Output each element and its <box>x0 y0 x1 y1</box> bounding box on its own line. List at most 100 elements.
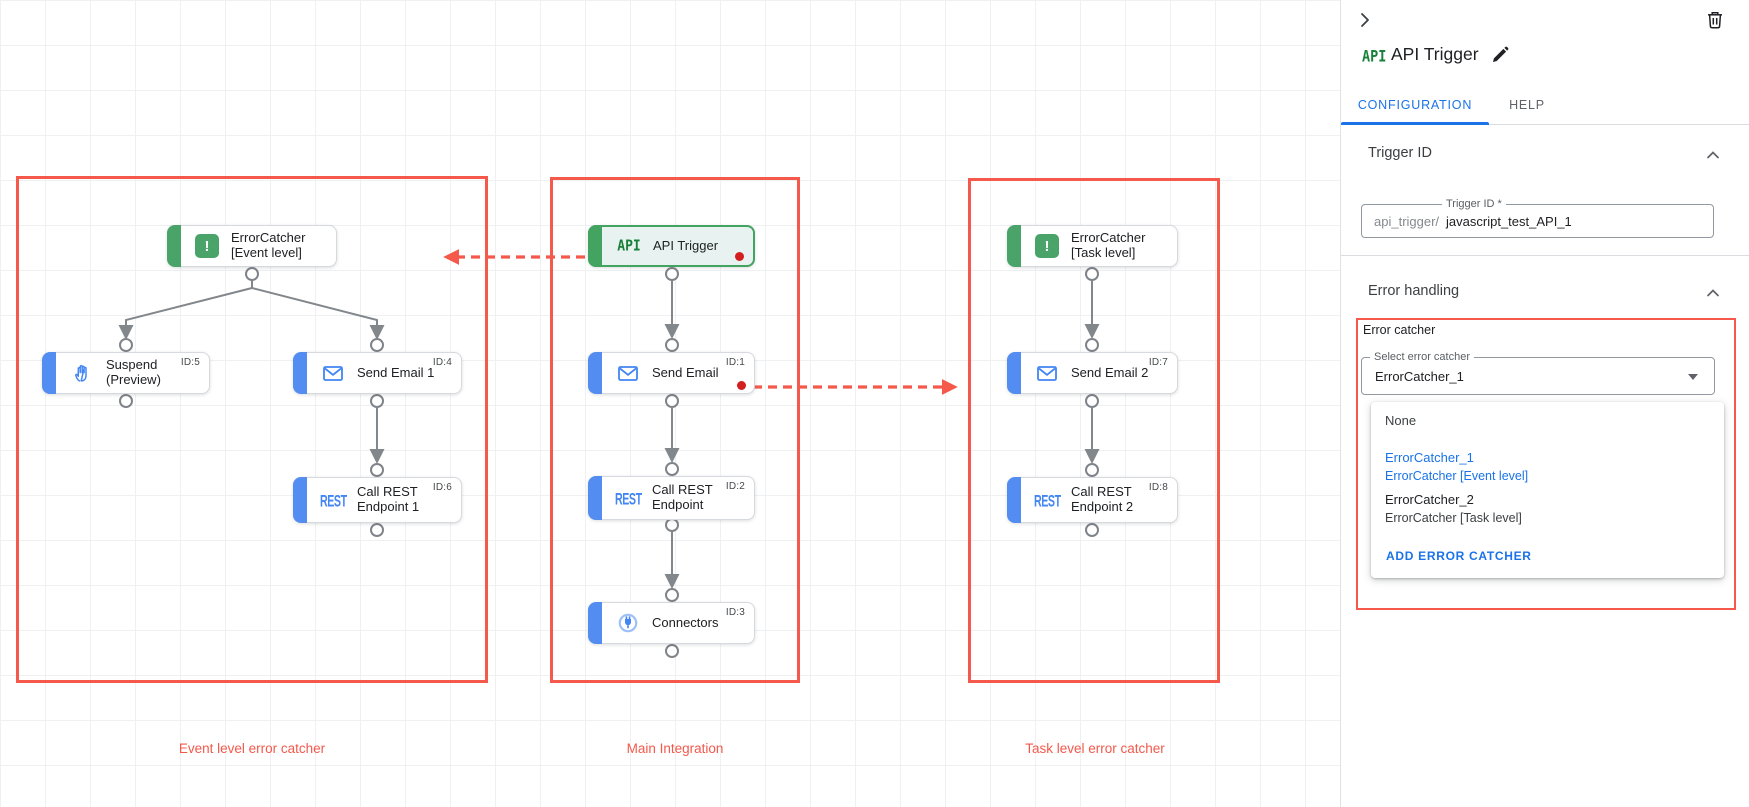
menu-item-errorcatcher-2-desc[interactable]: ErrorCatcher [Task level] <box>1385 511 1522 525</box>
node-label: Send Email <box>652 364 719 380</box>
node-id-badge: ID:5 <box>180 357 200 368</box>
error-indicator-dot <box>737 381 746 390</box>
collapse-panel-button[interactable] <box>1357 12 1373 31</box>
config-panel: API API Trigger CONFIGURATION HELP Trigg… <box>1340 0 1749 807</box>
select-error-catcher-value: ErrorCatcher_1 <box>1375 368 1464 384</box>
api-icon: API <box>617 237 641 255</box>
connectors-icon <box>613 612 643 634</box>
node-accent-tab <box>42 352 56 394</box>
chevron-up-icon <box>1707 151 1719 159</box>
node-accent-tab <box>293 477 307 523</box>
menu-item-none[interactable]: None <box>1385 413 1417 428</box>
errorcatcher-icon: ! <box>192 234 222 258</box>
node-accent-tab <box>588 225 602 267</box>
panel-tabs: CONFIGURATION HELP <box>1341 86 1749 125</box>
suspend-hand-icon <box>67 363 97 384</box>
errorcatcher-icon: ! <box>1032 234 1062 258</box>
group-box-event-level <box>16 176 488 683</box>
workflow-canvas[interactable]: Event level error catcher Main Integrati… <box>0 0 1340 807</box>
trigger-id-field-label: Trigger ID * <box>1442 198 1506 210</box>
node-api-trigger[interactable]: API API Trigger <box>588 225 755 267</box>
node-call-rest-endpoint[interactable]: REST Call REST Endpoint ID:2 <box>588 476 755 520</box>
node-send-email-2[interactable]: Send Email 2 ID:7 <box>1007 352 1178 394</box>
trigger-id-value[interactable]: javascript_test_API_1 <box>1446 213 1572 229</box>
delete-trigger-button[interactable] <box>1707 11 1723 32</box>
email-icon <box>1032 365 1062 381</box>
annotation-arrows <box>443 249 958 395</box>
node-label: Call REST Endpoint <box>652 482 713 512</box>
node-id-badge: ID:6 <box>432 482 452 493</box>
add-error-catcher-button[interactable]: ADD ERROR CATCHER <box>1386 549 1532 563</box>
trigger-id-prefix: api_trigger/ <box>1374 213 1440 229</box>
node-id-badge: ID:3 <box>725 607 745 618</box>
node-label: ErrorCatcher [Event level] <box>231 230 306 260</box>
node-label: Connectors <box>652 614 719 630</box>
node-call-rest-endpoint-1[interactable]: REST Call REST Endpoint 1 ID:6 <box>293 477 462 523</box>
node-id-badge: ID:1 <box>725 357 745 368</box>
select-error-catcher-label: Select error catcher <box>1370 351 1474 363</box>
error-catcher-highlight-box <box>1356 318 1736 610</box>
node-call-rest-endpoint-2[interactable]: REST Call REST Endpoint 2 ID:8 <box>1007 477 1178 523</box>
group-box-main-integration <box>550 177 800 683</box>
node-send-email[interactable]: Send Email ID:1 <box>588 352 755 394</box>
group-label-main-integration: Main Integration <box>626 741 724 756</box>
group-label-task-level: Task level error catcher <box>1025 741 1165 756</box>
node-accent-tab <box>293 352 307 394</box>
node-errorcatcher-event-level[interactable]: ! ErrorCatcher [Event level] <box>167 225 337 267</box>
error-catcher-label: Error catcher <box>1363 323 1436 337</box>
tab-configuration[interactable]: CONFIGURATION <box>1357 98 1473 112</box>
trigger-id-field[interactable]: Trigger ID * api_trigger/ javascript_tes… <box>1361 198 1714 238</box>
chevron-up-icon <box>1707 289 1719 297</box>
node-errorcatcher-task-level[interactable]: ! ErrorCatcher [Task level] <box>1007 225 1178 267</box>
node-accent-tab <box>588 352 602 394</box>
dropdown-arrow-icon[interactable] <box>1688 374 1698 380</box>
node-label: API Trigger <box>653 237 719 253</box>
node-connectors[interactable]: Connectors ID:3 <box>588 602 755 644</box>
node-accent-tab <box>167 225 181 267</box>
chevron-right-icon <box>1361 13 1369 27</box>
node-id-badge: ID:4 <box>432 357 452 368</box>
active-tab-underline <box>1341 122 1489 125</box>
collapse-section-error-handling[interactable] <box>1707 285 1719 300</box>
node-suspend-preview[interactable]: Suspend (Preview) ID:5 <box>42 352 210 394</box>
node-accent-tab <box>1007 352 1021 394</box>
tab-help[interactable]: HELP <box>1509 98 1545 112</box>
email-icon <box>613 365 643 381</box>
node-label: Call REST Endpoint 1 <box>357 484 420 514</box>
edges-layer <box>118 249 1100 658</box>
node-id-badge: ID:2 <box>725 481 745 492</box>
rest-icon: REST <box>1033 490 1061 510</box>
node-accent-tab <box>1007 477 1021 523</box>
section-heading-trigger-id: Trigger ID <box>1368 145 1432 161</box>
email-icon <box>318 365 348 381</box>
node-accent-tab <box>588 602 602 644</box>
menu-item-errorcatcher-2[interactable]: ErrorCatcher_2 <box>1385 492 1474 507</box>
rest-icon: REST <box>319 490 347 510</box>
node-label: ErrorCatcher [Task level] <box>1071 230 1146 260</box>
api-badge: API <box>1362 47 1387 67</box>
node-ports[interactable] <box>119 267 1099 658</box>
node-id-badge: ID:8 <box>1148 482 1168 493</box>
error-catcher-select[interactable]: Select error catcher ErrorCatcher_1 <box>1361 351 1715 395</box>
menu-item-errorcatcher-1[interactable]: ErrorCatcher_1 <box>1385 450 1474 465</box>
collapse-section-trigger-id[interactable] <box>1707 147 1719 162</box>
group-box-task-level <box>968 178 1220 683</box>
pencil-icon <box>1493 46 1509 62</box>
node-label: Send Email 1 <box>357 364 435 380</box>
group-label-event-level: Event level error catcher <box>178 741 326 756</box>
node-send-email-1[interactable]: Send Email 1 ID:4 <box>293 352 462 394</box>
section-heading-error-handling: Error handling <box>1368 283 1460 299</box>
node-label: Send Email 2 <box>1071 364 1149 380</box>
trash-icon <box>1708 12 1722 29</box>
node-label: Suspend (Preview) <box>106 357 161 387</box>
edit-title-button[interactable] <box>1491 46 1509 67</box>
node-label: Call REST Endpoint 2 <box>1071 484 1134 514</box>
menu-item-errorcatcher-1-desc[interactable]: ErrorCatcher [Event level] <box>1385 469 1529 483</box>
panel-title: API Trigger <box>1391 44 1479 64</box>
error-catcher-dropdown-menu: None ErrorCatcher_1 ErrorCatcher [Event … <box>1371 402 1724 578</box>
rest-icon: REST <box>614 488 642 508</box>
node-accent-tab <box>1007 225 1021 267</box>
node-id-badge: ID:7 <box>1148 357 1168 368</box>
section-divider <box>1341 255 1749 256</box>
